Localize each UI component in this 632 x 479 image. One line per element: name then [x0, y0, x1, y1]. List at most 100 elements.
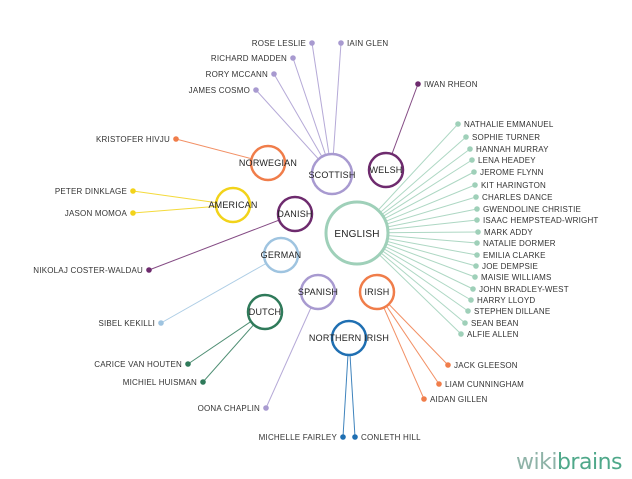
edge-sibel-kekilli: [160, 254, 282, 324]
actor-node-isaac-hempstead-wright[interactable]: [474, 217, 480, 223]
actor-node-michelle-fairley[interactable]: [340, 434, 346, 440]
actor-node-jason-momoa[interactable]: [130, 210, 136, 216]
wikibrains-logo: wikibrains: [516, 450, 622, 475]
actor-label-sean-bean: SEAN BEAN: [471, 319, 519, 328]
actor-label-james-cosmo: JAMES COSMO: [189, 86, 250, 95]
edge-aidan-gillen: [376, 291, 425, 400]
actor-node-lena-headey[interactable]: [469, 157, 475, 163]
actor-label-mark-addy: MARK ADDY: [484, 228, 533, 237]
actor-node-nathalie-emmanuel[interactable]: [455, 121, 461, 127]
actor-label-natalie-dormer: NATALIE DORMER: [483, 239, 556, 248]
actor-node-mark-addy[interactable]: [475, 229, 481, 235]
actor-label-jerome-flynn: JEROME FLYNN: [480, 168, 544, 177]
actor-node-rory-mccann[interactable]: [271, 71, 277, 77]
hub-label-spanish: SPANISH: [298, 287, 338, 297]
actor-label-carice-van-houten: CARICE VAN HOUTEN: [94, 360, 182, 369]
hub-scottish[interactable]: [310, 152, 354, 196]
actor-label-michelle-fairley: MICHELLE FAIRLEY: [259, 433, 338, 442]
actor-node-emilia-clarke[interactable]: [474, 252, 480, 258]
edge-rose-leslie: [311, 42, 333, 175]
actor-node-liam-cunningham[interactable]: [436, 381, 442, 387]
actor-node-nikolaj-coster-waldau[interactable]: [146, 267, 152, 273]
actor-label-sophie-turner: SOPHIE TURNER: [472, 133, 540, 142]
actor-label-rory-mccann: RORY MCCANN: [206, 70, 268, 79]
actor-node-stephen-dillane[interactable]: [465, 308, 471, 314]
actor-node-michiel-huisman[interactable]: [200, 379, 206, 385]
actor-node-sean-bean[interactable]: [462, 320, 468, 326]
actor-label-michiel-huisman: MICHIEL HUISMAN: [123, 378, 197, 387]
actor-node-sophie-turner[interactable]: [463, 134, 469, 140]
actor-node-kit-harington[interactable]: [472, 182, 478, 188]
edge-liam-cunningham: [376, 291, 440, 385]
hub-norwegian[interactable]: [249, 144, 287, 182]
actor-label-john-bradley-west: JOHN BRADLEY-WEST: [479, 285, 569, 294]
hub-spanish[interactable]: [299, 273, 337, 311]
hub-label-american: AMERICAN: [208, 200, 257, 210]
actor-node-aidan-gillen[interactable]: [421, 396, 427, 402]
actor-node-iwan-rheon[interactable]: [415, 81, 421, 87]
hub-label-german: GERMAN: [261, 250, 302, 260]
hub-american[interactable]: [214, 186, 252, 224]
actor-node-rose-leslie[interactable]: [309, 40, 315, 46]
edge-oona-chaplin: [265, 291, 319, 409]
actor-node-jerome-flynn[interactable]: [471, 169, 477, 175]
hub-welsh[interactable]: [367, 151, 405, 189]
actor-node-maisie-williams[interactable]: [472, 274, 478, 280]
actor-node-alfie-allen[interactable]: [458, 331, 464, 337]
actor-node-iain-glen[interactable]: [338, 40, 344, 46]
actor-node-carice-van-houten[interactable]: [185, 361, 191, 367]
actor-node-jack-gleeson[interactable]: [445, 362, 451, 368]
actor-node-hannah-murray[interactable]: [467, 146, 473, 152]
hub-german[interactable]: [262, 236, 300, 274]
actor-node-harry-lloyd[interactable]: [468, 297, 474, 303]
actor-node-conleth-hill[interactable]: [352, 434, 358, 440]
hub-danish[interactable]: [276, 195, 314, 233]
actor-label-isaac-hempstead-wright: ISAAC HEMPSTEAD-WRIGHT: [483, 216, 599, 225]
hub-northern-irish[interactable]: [330, 319, 368, 357]
actor-label-joe-dempsie: JOE DEMPSIE: [482, 262, 538, 271]
actor-node-peter-dinklage[interactable]: [130, 188, 136, 194]
actor-label-aidan-gillen: AIDAN GILLEN: [430, 395, 488, 404]
logo-wiki: wiki: [516, 450, 557, 475]
hub-label-irish: IRISH: [364, 287, 389, 297]
actor-label-liam-cunningham: LIAM CUNNINGHAM: [445, 380, 524, 389]
actor-label-oona-chaplin: OONA CHAPLIN: [198, 404, 260, 413]
actor-label-jason-momoa: JASON MOMOA: [65, 209, 128, 218]
actor-node-james-cosmo[interactable]: [253, 87, 259, 93]
hub-irish[interactable]: [358, 273, 396, 311]
hub-dutch[interactable]: [246, 293, 284, 331]
logo-brains: brains: [556, 450, 623, 475]
actor-node-gwendoline-christie[interactable]: [474, 206, 480, 212]
actor-label-gwendoline-christie: GWENDOLINE CHRISTIE: [483, 205, 581, 214]
hub-label-dutch: DUTCH: [249, 307, 282, 317]
hub-label-northern-irish: NORTHERN IRISH: [309, 333, 389, 343]
actor-label-conleth-hill: CONLETH HILL: [361, 433, 421, 442]
actor-label-nikolaj-coster-waldau: NIKOLAJ COSTER-WALDAU: [33, 266, 143, 275]
actor-node-oona-chaplin[interactable]: [263, 405, 269, 411]
actor-label-kristofer-hivju: KRISTOFER HIVJU: [96, 135, 170, 144]
actor-label-richard-madden: RICHARD MADDEN: [211, 54, 287, 63]
actor-node-sibel-kekilli[interactable]: [158, 320, 164, 326]
hub-label-danish: DANISH: [277, 209, 312, 219]
actor-node-natalie-dormer[interactable]: [474, 240, 480, 246]
hub-english[interactable]: [324, 200, 390, 266]
hub-label-norwegian: NORWEGIAN: [239, 158, 297, 168]
edge-nikolaj-coster-waldau: [148, 213, 296, 271]
actor-label-iwan-rheon: IWAN RHEON: [424, 80, 478, 89]
actor-node-charles-dance[interactable]: [473, 194, 479, 200]
actor-node-richard-madden[interactable]: [290, 55, 296, 61]
actor-label-peter-dinklage: PETER DINKLAGE: [55, 187, 127, 196]
actor-label-emilia-clarke: EMILIA CLARKE: [483, 251, 546, 260]
actor-label-charles-dance: CHARLES DANCE: [482, 193, 553, 202]
actor-node-john-bradley-west[interactable]: [470, 286, 476, 292]
actor-node-joe-dempsie[interactable]: [473, 263, 479, 269]
actor-node-kristofer-hivju[interactable]: [173, 136, 179, 142]
actor-label-sibel-kekilli: SIBEL KEKILLI: [98, 319, 155, 328]
actor-label-lena-headey: LENA HEADEY: [478, 156, 536, 165]
hub-label-welsh: WELSH: [369, 165, 402, 175]
actor-label-rose-leslie: ROSE LESLIE: [252, 39, 306, 48]
actor-label-hannah-murray: HANNAH MURRAY: [476, 145, 549, 154]
